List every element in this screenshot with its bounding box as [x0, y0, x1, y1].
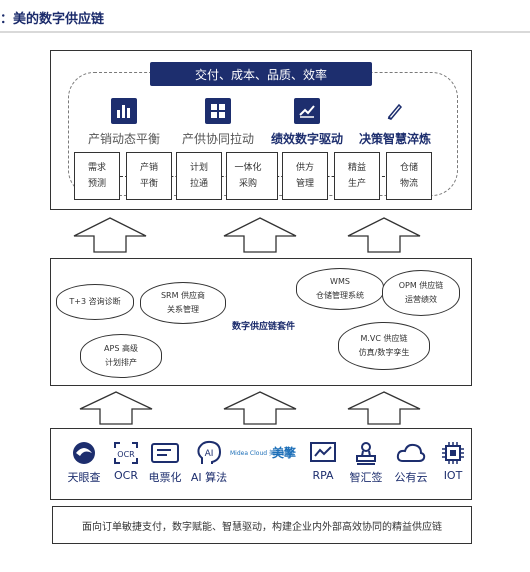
pillar-label: 绩效数字驱动: [270, 132, 343, 146]
tianyancha-icon: [73, 442, 95, 464]
sub-box-logistics: 仓储物流: [386, 152, 432, 200]
pillar-collab: 产供协同拉动: [180, 98, 256, 147]
sub-box-supplier: 供方管理: [282, 152, 328, 200]
pillar-label: 决策智慧淬炼: [358, 132, 431, 146]
tool-ai: AI AI 算法: [186, 440, 232, 485]
title-divider: [0, 31, 530, 33]
tool-rpa: RPA: [304, 440, 342, 482]
cloud-mvc: M.VC 供应链仿真/数字孪生: [338, 322, 430, 370]
trend-chart-icon: [294, 98, 320, 124]
ai-head-icon: AI: [197, 440, 222, 464]
tool-ocr: OCR OCR: [110, 440, 142, 482]
sub-box-plan: 计划拉通: [176, 152, 222, 200]
bar-chart-icon: [111, 98, 137, 124]
up-arrow: [347, 217, 421, 253]
brand-logo-main: 美擎: [271, 446, 296, 460]
sub-box-lean: 精益生产: [334, 152, 380, 200]
up-arrow: [223, 391, 297, 425]
page-title: ：美的数字供应链: [0, 12, 105, 27]
invoice-icon: [151, 443, 179, 463]
goal-banner: 交付、成本、品质、效率: [150, 62, 372, 86]
summary-text: 面向订单敏捷支付，数字赋能、智慧驱动，构建企业内外部高效协同的精益供应链: [82, 521, 442, 533]
grid-icon: [205, 98, 231, 124]
suite-label: 数字供应链套件: [232, 322, 296, 332]
pillar-label: 产供协同拉动: [181, 132, 254, 146]
brand-logo: Midea Cloud 美云智数: [230, 450, 293, 457]
stamp-icon: [356, 442, 376, 465]
pillar-kpi: 绩效数字驱动: [266, 98, 348, 147]
up-arrow: [347, 391, 421, 425]
tool-tianyancha: 天眼查: [62, 440, 106, 485]
pillar-decision: 决策智慧淬炼: [352, 98, 438, 147]
svg-text:AI: AI: [205, 449, 214, 459]
cloud-consulting: T+3 咨询诊断: [56, 284, 134, 320]
tool-public-cloud: 公有云: [388, 440, 434, 485]
sub-box-balance: 产销平衡: [126, 152, 172, 200]
cloud-aps: APS 高级计划排产: [80, 334, 162, 378]
chip-icon: [442, 442, 464, 464]
pillar-balance: 产销动态平衡: [88, 98, 160, 147]
sub-box-forecast: 需求预测: [74, 152, 120, 200]
up-arrow: [73, 217, 147, 253]
pen-icon: [382, 98, 408, 124]
tool-iot: IOT: [436, 440, 470, 482]
summary-panel: [52, 506, 472, 544]
cloud-srm: SRM 供应商关系管理: [140, 282, 226, 324]
pillar-label: 产销动态平衡: [88, 132, 161, 146]
up-arrow: [223, 217, 297, 253]
cloud-opm: OPM 供应链运营绩效: [382, 270, 460, 316]
tools-panel: [50, 428, 472, 500]
rpa-monitor-icon: [310, 442, 336, 462]
tool-e-invoice: 电票化: [142, 440, 188, 485]
svg-text:OCR: OCR: [117, 450, 135, 459]
ocr-icon: OCR: [114, 442, 138, 464]
sub-box-procurement: 一体化采购: [226, 152, 278, 200]
tool-esign: 智汇签: [344, 440, 388, 485]
up-arrow: [79, 391, 153, 425]
cloud-icon: [396, 443, 426, 462]
